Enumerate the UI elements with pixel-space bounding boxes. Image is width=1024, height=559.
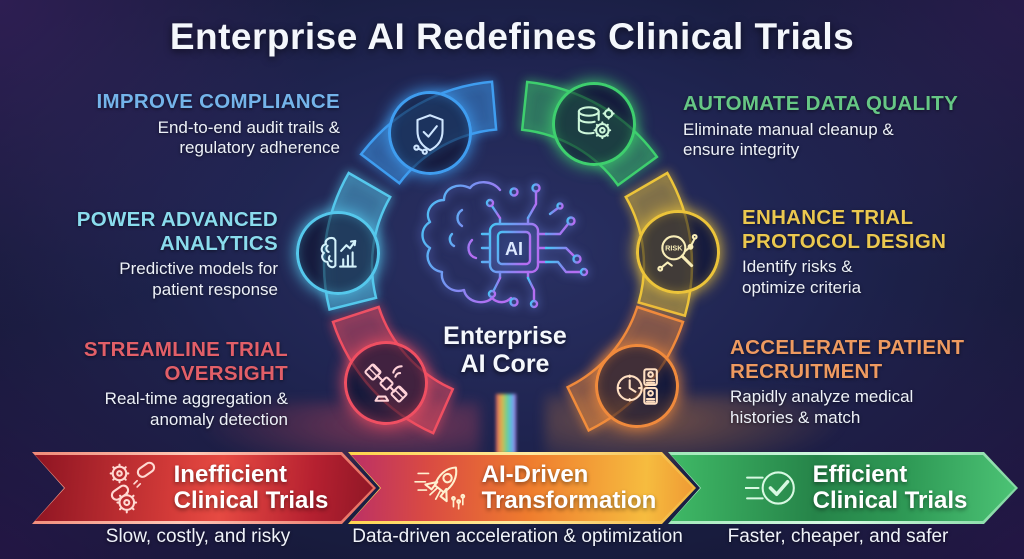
banner-title-line1: Inefficient (173, 460, 287, 488)
shield-check-icon (413, 114, 444, 155)
callout-body: Identify risks & optimize criteria (742, 257, 862, 297)
banner-efficient-clinical-trials: Efficient Clinical Trials (668, 452, 1018, 524)
callout-heading: STREAMLINE TRIAL OVERSIGHT (83, 338, 288, 385)
banner-title-line2: Clinical Trials (812, 487, 968, 514)
satellite-icon (364, 363, 408, 403)
callout-body: Predictive models for patient response (119, 259, 278, 299)
clock-id-cards-icon (616, 368, 658, 405)
fast-check-icon (745, 461, 799, 515)
badge-analytics (296, 211, 380, 295)
banner-title-line1: Efficient (812, 460, 908, 488)
callout-heading: ENHANCE TRIAL PROTOCOL DESIGN (742, 206, 947, 253)
page-title: Enterprise AI Redefines Clinical Trials (169, 16, 855, 57)
banner-title: Inefficient Clinical Trials (174, 462, 329, 515)
banner-fill: Inefficient Clinical Trials (35, 455, 373, 521)
callout-body: Rapidly analyze medical histories & matc… (730, 387, 914, 427)
banner-title-line1: AI-Driven (481, 460, 589, 488)
callout-body: Real-time aggregation & anomaly detectio… (104, 389, 288, 429)
banner-fill: AI-Driven Transformation (351, 455, 693, 521)
core-label: Enterprise AI Core (400, 322, 610, 378)
ai-chip-label: AI (505, 239, 523, 259)
banner-title-line2: Clinical Trials (173, 487, 329, 514)
callout-heading: IMPROVE COMPLIANCE (96, 90, 340, 113)
rainbow-light-streak (496, 394, 516, 454)
banner-title: Efficient Clinical Trials (813, 462, 968, 515)
banner-caption-efficient: Faster, cheaper, and safer (727, 526, 949, 547)
core-label-line1: Enterprise (443, 322, 567, 350)
callout-body: Eliminate manual cleanup & ensure integr… (683, 119, 894, 159)
callout-accelerate-patient-recruitment: ACCELERATE PATIENT RECRUITMENT Rapidly a… (730, 336, 985, 428)
badge-protocol-design: RISK (636, 210, 720, 294)
risk-magnifier-icon: RISK (657, 233, 698, 272)
badge-compliance (388, 91, 472, 175)
callout-streamline-trial-oversight: STREAMLINE TRIAL OVERSIGHT Real-time agg… (43, 338, 288, 430)
broken-chain-gears-icon (106, 461, 160, 515)
badge-data-quality (552, 82, 636, 166)
banner-fill: Efficient Clinical Trials (671, 455, 1015, 521)
brain-chart-icon (320, 236, 357, 269)
banner-ai-driven-transformation: AI-Driven Transformation (348, 452, 696, 524)
banner-caption-ai-driven: Data-driven acceleration & optimization (352, 526, 683, 547)
risk-label: RISK (665, 244, 683, 253)
enterprise-ai-core-brain-icon: AI (421, 181, 589, 309)
banner-inefficient-clinical-trials: Inefficient Clinical Trials (32, 452, 376, 524)
badge-trial-oversight (344, 341, 428, 425)
banner-caption-inefficient: Slow, costly, and risky (105, 526, 291, 547)
callout-body: End-to-end audit trails & regulatory adh… (157, 117, 340, 157)
callout-heading: AUTOMATE DATA QUALITY (683, 92, 959, 115)
banner-title-line2: Transformation (481, 487, 657, 514)
core-label-line2: AI Core (460, 350, 550, 378)
callout-improve-compliance: IMPROVE COMPLIANCE End-to-end audit trai… (70, 90, 340, 158)
rocket-icon (414, 461, 468, 515)
callout-power-advanced-analytics: POWER ADVANCED ANALYTICS Predictive mode… (48, 208, 278, 300)
badge-patient-recruitment (595, 344, 679, 428)
callout-heading: ACCELERATE PATIENT RECRUITMENT (730, 336, 965, 383)
callout-enhance-trial-protocol-design: ENHANCE TRIAL PROTOCOL DESIGN Identify r… (742, 206, 982, 298)
callout-automate-data-quality: AUTOMATE DATA QUALITY Eliminate manual c… (683, 92, 973, 160)
database-gear-icon (577, 106, 615, 140)
callout-heading: POWER ADVANCED ANALYTICS (76, 208, 278, 255)
banner-title: AI-Driven Transformation (482, 462, 657, 515)
